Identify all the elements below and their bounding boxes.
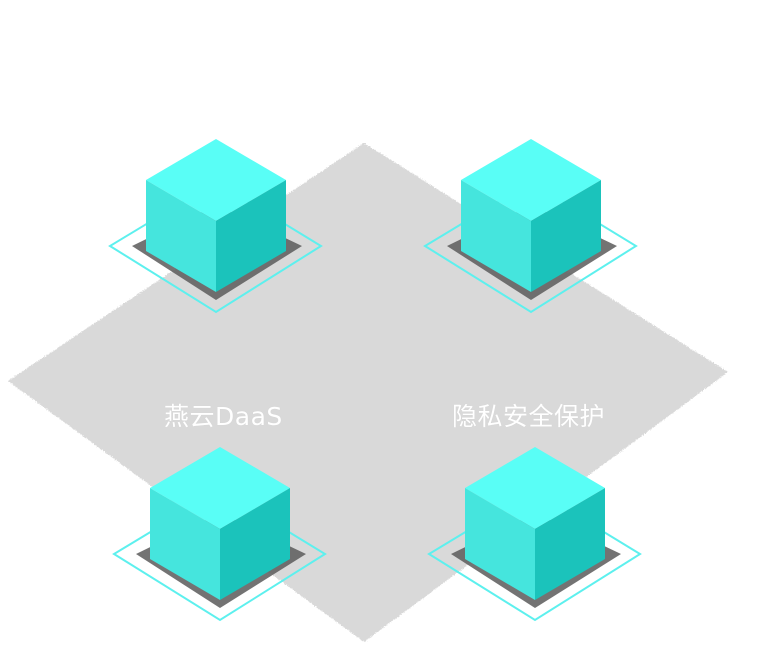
label-privacy-security: 隐私安全保护	[452, 402, 606, 431]
label-yanyun-daas: 燕云DaaS	[164, 402, 283, 431]
cube-left-face	[146, 180, 216, 292]
block-bottom-left	[112, 447, 327, 622]
cube-right-face	[216, 180, 286, 292]
cube-left-face	[461, 180, 531, 292]
cube-right-face	[531, 180, 601, 292]
block-top-right	[423, 139, 638, 314]
cube-left-face	[150, 488, 220, 600]
cube-left-face	[465, 488, 535, 600]
block-bottom-right	[427, 447, 642, 622]
cube-right-face	[535, 488, 605, 600]
cube-right-face	[220, 488, 290, 600]
block-top-left	[108, 139, 323, 314]
